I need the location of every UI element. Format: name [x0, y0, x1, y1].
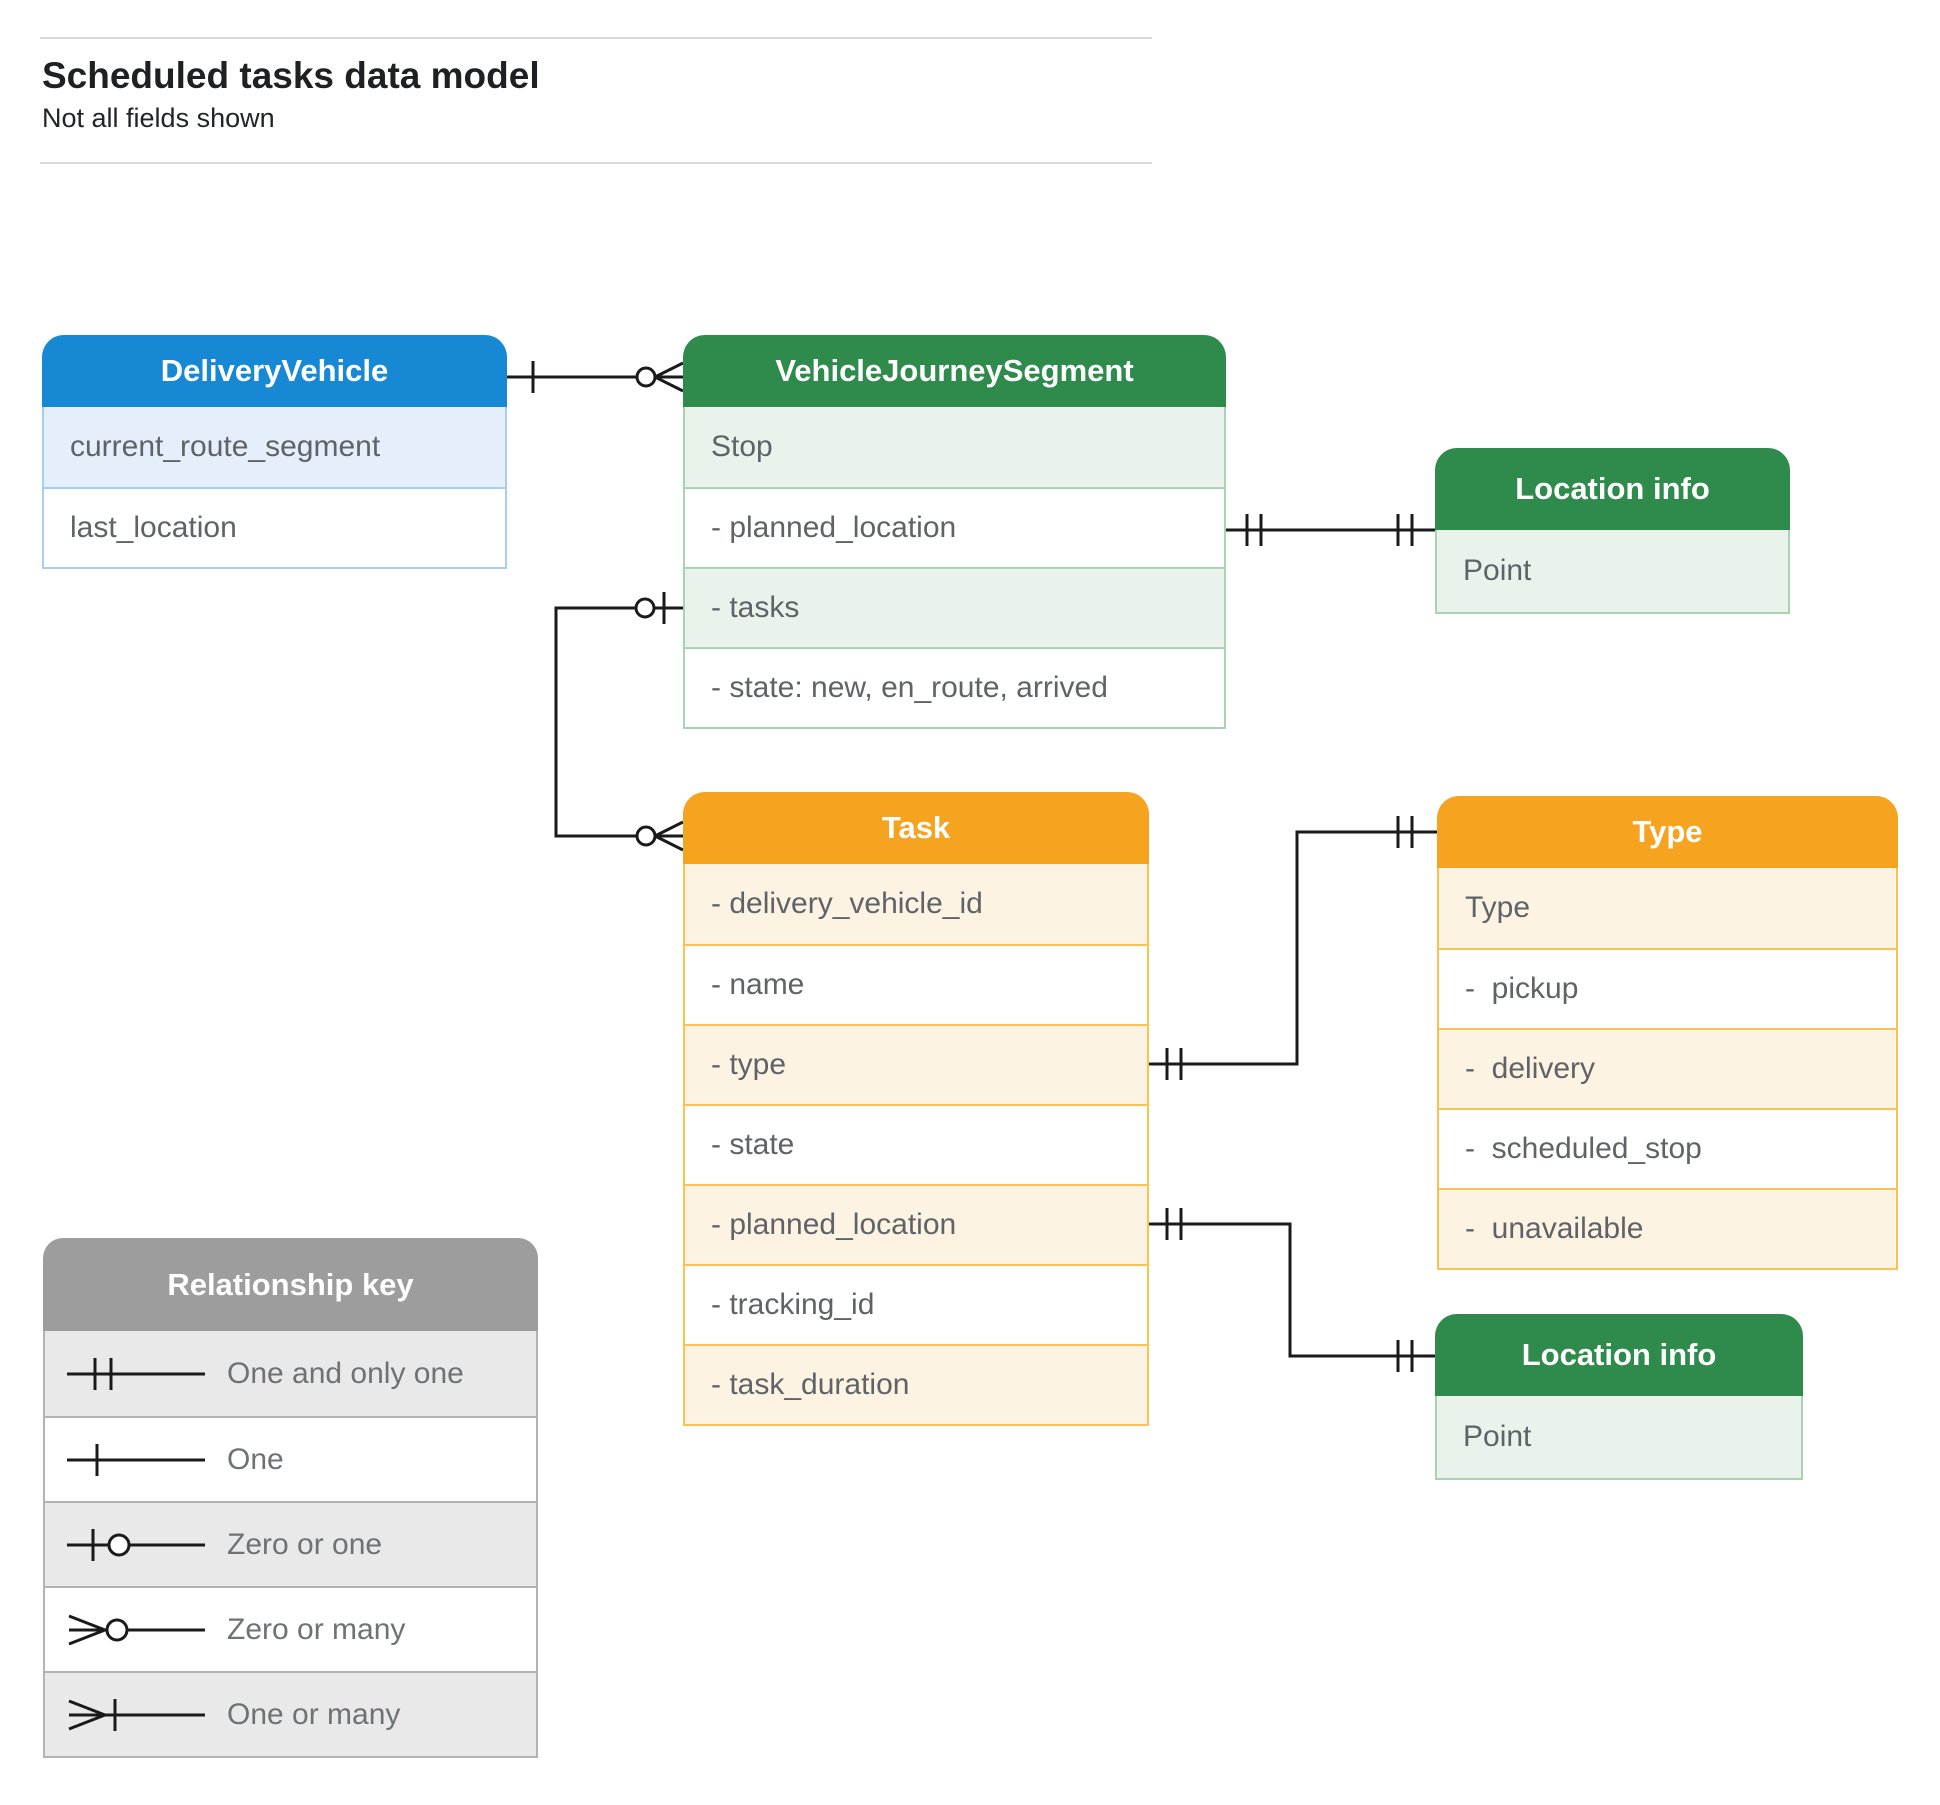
field-delivery: - delivery [1439, 1028, 1896, 1108]
one-and-only-one-icon [67, 1357, 205, 1390]
relationship-key-legend: Relationship key One and only one One [43, 1238, 538, 1758]
field-pickup: - pickup [1439, 948, 1896, 1028]
entity-delivery-vehicle: DeliveryVehicle current_route_segment la… [42, 335, 507, 569]
field-point: Point [1437, 530, 1788, 612]
legend-item-zero-or-one: Zero or one [45, 1501, 536, 1586]
field-task-state: - state [685, 1104, 1147, 1184]
connector-taskplannedlocation-locationinfo-bottom [1149, 1208, 1435, 1372]
connector-plannedlocation-locationinfo-top [1226, 514, 1435, 546]
entity-delivery-vehicle-title: DeliveryVehicle [42, 335, 507, 407]
relationship-key-title: Relationship key [43, 1238, 538, 1331]
one-or-many-icon [68, 1698, 205, 1731]
field-unavailable: - unavailable [1439, 1188, 1896, 1268]
entity-location-info-top: Location info Point [1435, 448, 1790, 614]
field-state: - state: new, en_route, arrived [685, 647, 1224, 727]
field-point-bottom: Point [1437, 1396, 1801, 1478]
entity-location-info-bottom-title: Location info [1435, 1314, 1803, 1396]
field-task-planned-location: - planned_location [685, 1184, 1147, 1264]
connector-tasktype-type [1149, 816, 1437, 1080]
entity-type: Type Type - pickup - delivery - schedule… [1437, 796, 1898, 1270]
field-delivery-vehicle-id: - delivery_vehicle_id [685, 864, 1147, 944]
zero-or-many-icon [68, 1614, 205, 1645]
connector-tasks-task [554, 592, 684, 852]
field-tasks: - tasks [685, 567, 1224, 647]
field-last-location: last_location [44, 487, 505, 567]
field-type-name: Type [1439, 868, 1896, 948]
entity-task: Task - delivery_vehicle_id - name - type… [683, 792, 1149, 1426]
entity-task-title: Task [683, 792, 1149, 864]
title-divider [40, 162, 1152, 164]
legend-item-one-and-only-one: One and only one [45, 1331, 536, 1416]
entity-location-info-top-title: Location info [1435, 448, 1790, 530]
field-current-route-segment: current_route_segment [44, 407, 505, 487]
entity-vehicle-journey-segment-title: VehicleJourneySegment [683, 335, 1226, 407]
top-divider [40, 37, 1152, 39]
one-icon [67, 1443, 205, 1476]
field-scheduled-stop: - scheduled_stop [1439, 1108, 1896, 1188]
page-subtitle: Not all fields shown [42, 103, 275, 133]
connector-deliveryvehicle-vehiclejourneysegment [507, 361, 684, 393]
page-title: Scheduled tasks data model [42, 55, 540, 96]
zero-or-one-icon [67, 1528, 205, 1561]
entity-vehicle-journey-segment: VehicleJourneySegment Stop - planned_loc… [683, 335, 1226, 729]
legend-item-one-or-many: One or many [45, 1671, 536, 1756]
entity-location-info-bottom: Location info Point [1435, 1314, 1803, 1480]
field-tracking-id: - tracking_id [685, 1264, 1147, 1344]
field-stop: Stop [685, 407, 1224, 487]
field-planned-location: - planned_location [685, 487, 1224, 567]
entity-type-title: Type [1437, 796, 1898, 868]
field-type: - type [685, 1024, 1147, 1104]
field-task-duration: - task_duration [685, 1344, 1147, 1424]
legend-item-zero-or-many: Zero or many [45, 1586, 536, 1671]
legend-item-one: One [45, 1416, 536, 1501]
field-name: - name [685, 944, 1147, 1024]
